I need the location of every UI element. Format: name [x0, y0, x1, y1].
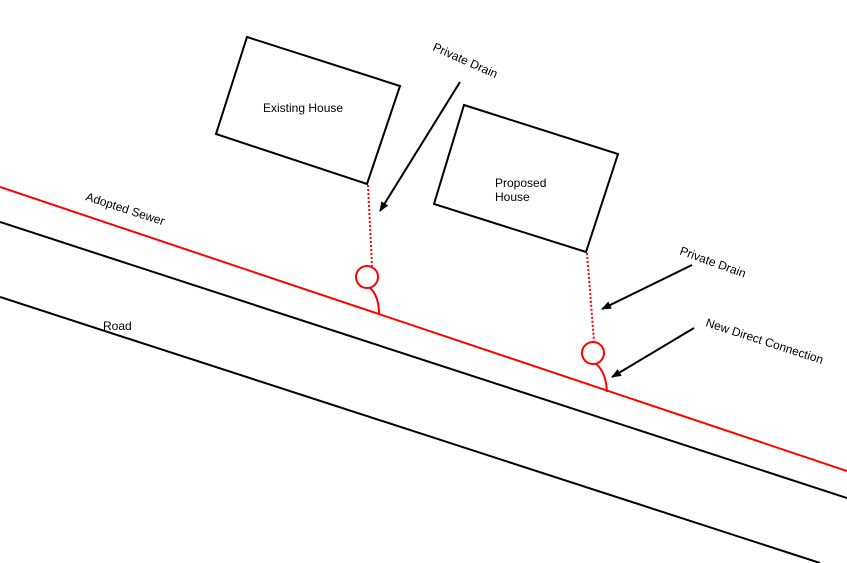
label-existing-house: Existing House	[263, 101, 343, 115]
arrow-new-direct-connection	[611, 327, 695, 378]
label-adopted-sewer: Adopted Sewer	[84, 190, 166, 229]
label-private-drain-1: Private Drain	[431, 40, 500, 81]
existing-connection	[369, 287, 380, 315]
existing-private-drain	[367, 184, 373, 267]
existing-inspection-chamber	[355, 265, 379, 289]
new-direct-connection-pipe	[595, 363, 608, 393]
road-edge-lower	[0, 296, 821, 563]
label-proposed-house-1: Proposed	[495, 176, 546, 190]
existing-house	[214, 35, 402, 186]
arrow-private-drain-1	[379, 81, 461, 212]
label-road: Road	[103, 319, 132, 333]
label-proposed-house-2: House	[495, 190, 530, 204]
proposed-private-drain	[586, 252, 595, 342]
arrow-private-drain-2	[601, 264, 693, 310]
label-private-drain-2: Private Drain	[678, 244, 748, 281]
label-new-direct-connection: New Direct Connection	[704, 316, 825, 367]
road-edge-upper	[0, 221, 847, 499]
adopted-sewer-line	[0, 186, 847, 472]
proposed-house	[432, 103, 620, 254]
proposed-inspection-chamber	[581, 341, 605, 365]
